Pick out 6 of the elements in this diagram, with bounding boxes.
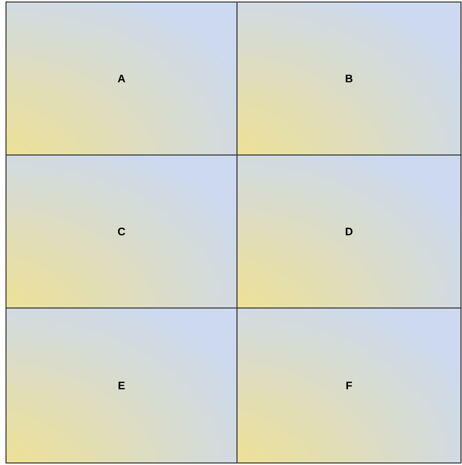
panel-box: E (6, 308, 238, 464)
panel-box: C (6, 154, 238, 308)
panel-box: A (6, 2, 238, 156)
panel-box: F (236, 308, 462, 464)
panel-box: B (236, 2, 462, 156)
panel-box: D (236, 154, 462, 308)
